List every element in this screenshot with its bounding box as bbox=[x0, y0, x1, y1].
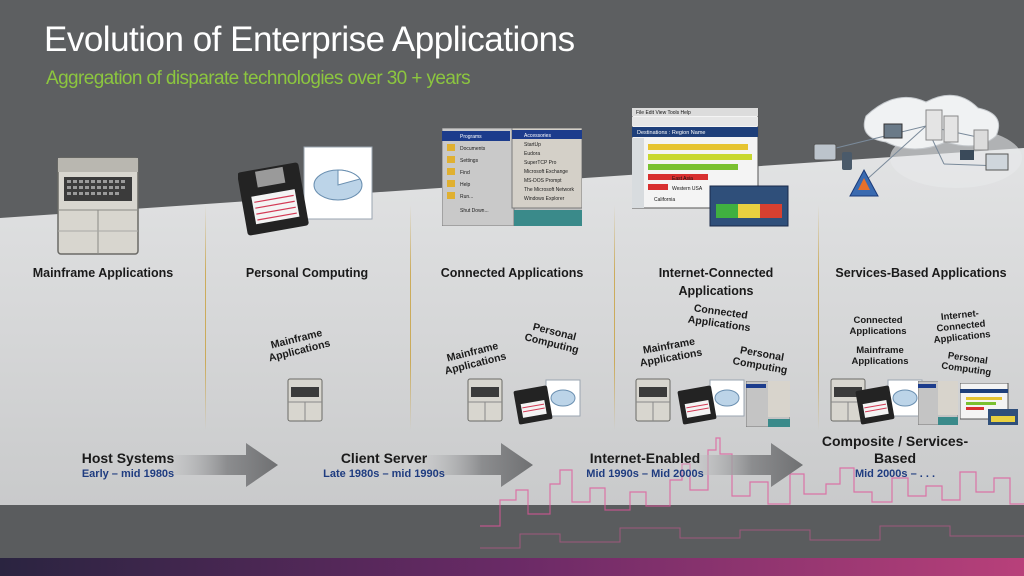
submenu-item: Windows Explorer bbox=[524, 196, 565, 202]
start-menu-screenshot-icon: Programs Documents Settings Find Help Ru… bbox=[442, 128, 582, 226]
start-menu-find: Find bbox=[460, 170, 470, 176]
column-divider bbox=[818, 205, 819, 430]
webapp-row-label: Western USA bbox=[672, 186, 703, 192]
network-services-icon bbox=[813, 94, 1022, 197]
webapp-row-label: California bbox=[654, 197, 675, 203]
timeline-arrow bbox=[405, 443, 533, 487]
era-client-server: Client Server bbox=[340, 450, 428, 466]
column-divider bbox=[614, 205, 615, 430]
small-floppy-document-icon bbox=[677, 379, 745, 425]
start-menu-programs: Programs bbox=[460, 134, 482, 140]
start-menu-shutdown: Shut Down... bbox=[460, 208, 489, 214]
start-menu-run: Run... bbox=[460, 194, 473, 200]
small-mainframe-icon bbox=[467, 378, 503, 422]
submenu-item: Accessories bbox=[524, 133, 551, 139]
era-host-systems: Host Systems bbox=[81, 450, 175, 466]
submenu-item: MS-DOS Prompt bbox=[524, 178, 562, 184]
column-label-connected: Connected Applications bbox=[440, 266, 584, 280]
start-menu-documents: Documents bbox=[460, 146, 486, 152]
column-label-mainframe: Mainframe Applications bbox=[32, 266, 174, 280]
slide-subtitle: Aggregation of disparate technologies ov… bbox=[46, 68, 471, 89]
floppy-disk-document-icon bbox=[238, 146, 373, 236]
timeline-arrow bbox=[150, 443, 278, 487]
submenu-item: StartUp bbox=[524, 142, 541, 148]
slide-title: Evolution of Enterprise Applications bbox=[44, 20, 575, 59]
era-composite-services: Composite / Services-Based bbox=[821, 433, 969, 466]
small-start-menu-icon bbox=[746, 381, 790, 427]
small-floppy-document-icon bbox=[513, 379, 581, 425]
column-label-personal-computing: Personal Computing bbox=[245, 266, 369, 280]
column-label-internet-connected: Internet-Connected Applications bbox=[658, 266, 774, 298]
webapp-header: Destinations : Region Name bbox=[637, 130, 705, 136]
small-start-menu-icon bbox=[918, 381, 958, 425]
submenu-item: Eudora bbox=[524, 151, 540, 157]
era-range: Mid 1990s – Mid 2000s bbox=[586, 468, 704, 480]
start-menu-settings: Settings bbox=[460, 158, 479, 164]
small-mainframe-icon bbox=[635, 378, 671, 422]
column-label-services-based: Services-Based Applications bbox=[835, 266, 1007, 280]
submenu-item: The Microsoft Network bbox=[524, 187, 575, 193]
column-divider bbox=[205, 205, 206, 430]
webapp-row-label: East Asia bbox=[672, 176, 693, 182]
small-floppy-document-icon bbox=[855, 379, 923, 425]
mainframe-server-icon bbox=[57, 157, 139, 255]
small-mainframe-icon bbox=[287, 378, 323, 422]
submenu-item: Microsoft Exchange bbox=[524, 169, 568, 175]
small-web-application-icon bbox=[960, 383, 1018, 425]
start-menu-help: Help bbox=[460, 182, 471, 188]
webapp-menu-bar: File Edit View Tools Help bbox=[636, 110, 691, 116]
era-range: Mid 2000s – . . . bbox=[854, 468, 936, 480]
column-divider bbox=[410, 205, 411, 430]
mini-label-connected: Connected Applications bbox=[849, 315, 907, 337]
submenu-item: SuperTCP Pro bbox=[524, 160, 557, 166]
era-internet-enabled: Internet-Enabled bbox=[589, 450, 701, 466]
web-application-screenshot-icon: File Edit View Tools Help Destinations :… bbox=[632, 108, 789, 227]
era-range: Early – mid 1980s bbox=[81, 468, 175, 480]
mini-label-mainframe: Mainframe Applications bbox=[851, 345, 909, 367]
era-range: Late 1980s – mid 1990s bbox=[323, 468, 445, 480]
timeline-arrow bbox=[675, 443, 803, 487]
